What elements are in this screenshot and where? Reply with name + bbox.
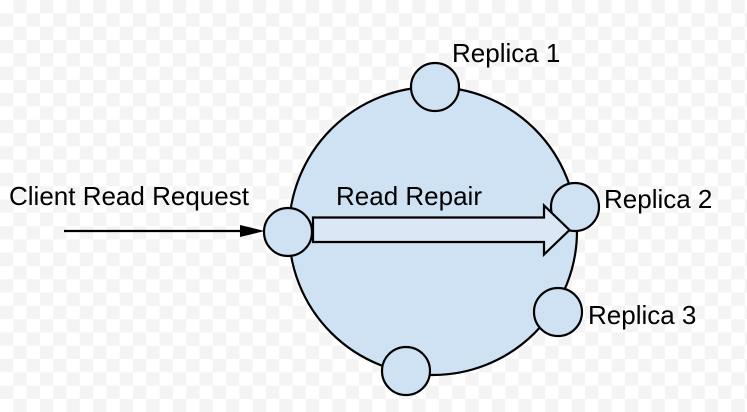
- client-read-request-label: Client Read Request: [9, 181, 249, 211]
- replica-2-label: Replica 2: [604, 184, 713, 214]
- node-coordinator: [262, 206, 314, 258]
- client-arrow-head-icon: [240, 225, 265, 237]
- replica-3-label: Replica 3: [588, 300, 697, 330]
- read-repair-label: Read Repair: [336, 181, 482, 211]
- read-repair-arrow: [311, 202, 572, 258]
- node-replica-3: [532, 286, 584, 338]
- replica-1-label: Replica 1: [452, 38, 561, 68]
- client-read-request-arrow: [64, 225, 265, 237]
- node-replica-1: [409, 61, 461, 113]
- node-unlabeled-bottom: [380, 345, 432, 397]
- node-replica-2: [549, 181, 601, 233]
